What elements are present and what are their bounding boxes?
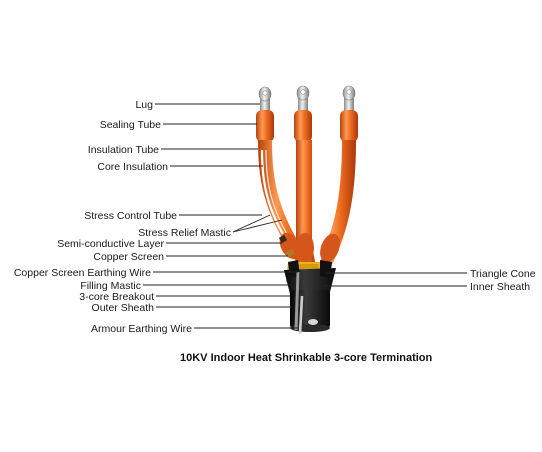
lug-right (342, 85, 356, 112)
label-insulation-tube: Insulation Tube (88, 144, 159, 156)
core-left (258, 140, 312, 268)
leader-lines (143, 103, 467, 329)
core-right (318, 140, 356, 270)
label-lug: Lug (135, 99, 153, 111)
cable-core-end (308, 319, 318, 325)
label-sealing-tube: Sealing Tube (100, 119, 161, 131)
copper-screen-earthing-wire (294, 271, 300, 331)
sealing-tube-middle (294, 110, 312, 142)
semi-conductive-band (278, 234, 288, 244)
stress-control-middle (296, 233, 314, 263)
label-inner-sheath: Inner Sheath (470, 281, 530, 293)
armour-earthing-wire (298, 295, 304, 335)
label-core-insulation: Core Insulation (97, 161, 168, 173)
cable-illustration (256, 85, 358, 335)
label-filling-mastic: Filling Mastic (80, 280, 141, 292)
label-triangle-cone: Triangle Cone (470, 268, 536, 280)
copper-screen-band (285, 248, 295, 258)
breakout-finger-right (320, 260, 332, 278)
label-stress-control-tube: Stress Control Tube (84, 210, 177, 222)
label-stress-relief-mastic: Stress Relief Mastic (138, 227, 231, 239)
stress-control-right (320, 233, 340, 263)
sealing-tube-left (256, 110, 274, 142)
label-outer-sheath: Outer Sheath (92, 302, 155, 314)
label-copper-screen: Copper Screen (93, 251, 164, 263)
core-insulation-strip (260, 149, 285, 237)
lug-left (258, 86, 272, 112)
sealing-tube-right (340, 110, 358, 142)
label-armour-earthing-wire: Armour Earthing Wire (91, 323, 192, 335)
diagram-caption: 10KV Indoor Heat Shrinkable 3-core Termi… (180, 352, 433, 364)
label-semi-conductive-layer: Semi-conductive Layer (57, 238, 164, 250)
core-insulation-strip-2 (265, 149, 289, 237)
lug-middle (296, 85, 310, 112)
label-copper-screen-earthing-wire: Copper Screen Earthing Wire (14, 267, 151, 279)
label-3-core-breakout: 3-core Breakout (79, 291, 154, 303)
